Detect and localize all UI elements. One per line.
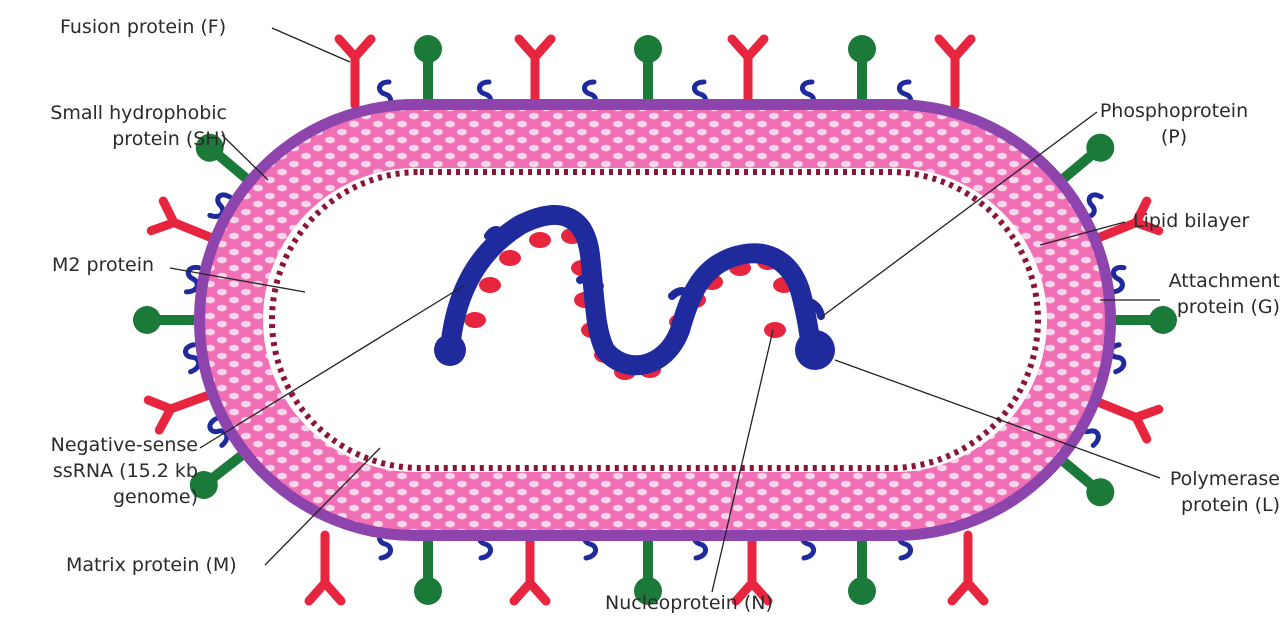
fusion-protein-spike-icon xyxy=(309,535,341,601)
label-matrix-protein: Matrix protein (M) xyxy=(66,552,237,578)
fusion-protein-spike-icon xyxy=(939,39,971,105)
label-fusion-protein: Fusion protein (F) xyxy=(60,14,226,40)
attachment-protein-spike-icon xyxy=(634,35,662,105)
attachment-protein-spike-icon xyxy=(133,306,203,334)
label-nucleoprotein: Nucleoprotein (N) xyxy=(605,590,773,616)
fusion-protein-spike-icon xyxy=(952,535,984,601)
rna-end-cap xyxy=(434,334,466,366)
nucleoprotein-icon xyxy=(764,322,786,338)
attachment-protein-spike-icon xyxy=(414,535,442,605)
attachment-protein-spike-icon xyxy=(848,35,876,105)
label-lipid-bilayer: Lipid bilayer xyxy=(1133,208,1249,234)
attachment-protein-spike-icon xyxy=(848,535,876,605)
label-m2-protein: M2 protein xyxy=(52,252,154,278)
nucleoprotein-icon xyxy=(499,250,521,266)
fusion-protein-spike-icon xyxy=(519,39,551,105)
attachment-protein-spike-icon xyxy=(414,35,442,105)
nucleoprotein-icon xyxy=(464,312,486,328)
virion-interior xyxy=(278,178,1032,462)
fusion-protein-spike-icon xyxy=(732,39,764,105)
nucleoprotein-icon xyxy=(529,232,551,248)
nucleoprotein-icon xyxy=(479,277,501,293)
label-phosphoprotein: Phosphoprotein(P) xyxy=(1096,98,1252,150)
fusion-protein-spike-icon xyxy=(339,39,371,105)
fusion-protein-spike-icon xyxy=(514,535,546,601)
polymerase-protein-l xyxy=(795,330,835,370)
